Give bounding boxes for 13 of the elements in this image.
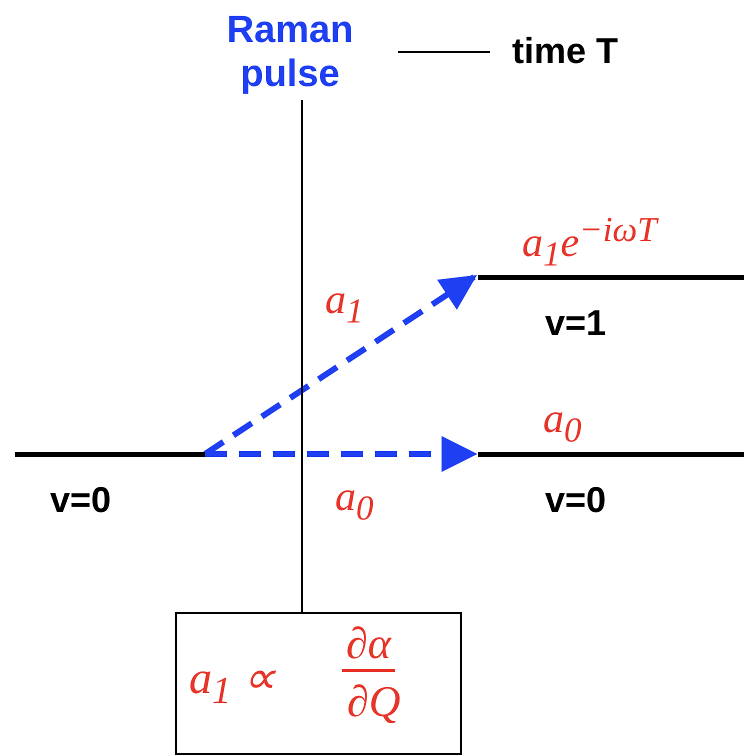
level-label: v=0 — [50, 479, 112, 521]
formula-term: a$_{1}$ ∝ — [189, 651, 276, 714]
legend-label: time T — [512, 30, 618, 72]
arrow — [205, 436, 478, 472]
level-label: v=1 — [545, 302, 606, 344]
fraction-numerator: ∂α — [342, 618, 395, 672]
connector-line — [301, 100, 303, 612]
formula-box — [175, 612, 462, 755]
amplitude-label: a$_{1}$e$^{−iωT}$ — [522, 210, 657, 274]
level-label: v=0 — [545, 479, 606, 521]
amplitude-label: a$_{0}$ — [543, 395, 582, 450]
pulse-label: Raman pulse — [200, 8, 380, 96]
fraction-denominator: ∂Q — [347, 676, 401, 727]
